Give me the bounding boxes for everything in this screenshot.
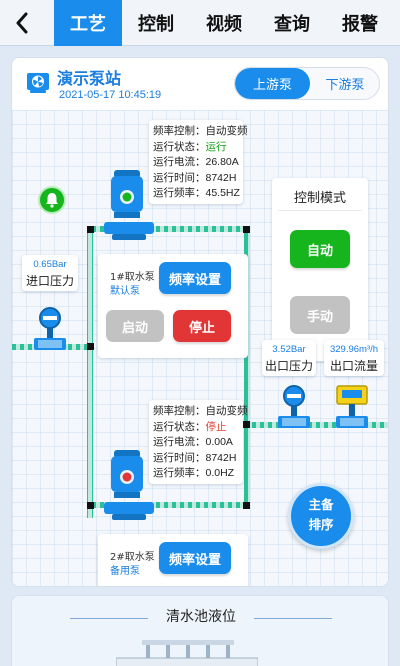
pump-2-stat-row: 运行电流：0.00A	[153, 435, 243, 451]
priority-sort-label-line1: 主备	[308, 497, 334, 512]
pump-1-stat-row: 运行电流：26.80A	[153, 155, 243, 171]
stat-label: 运行电流：	[153, 436, 206, 448]
pump-2-name: 2#取水泵	[110, 552, 155, 563]
pump-1-name: 1#取水泵	[110, 272, 155, 283]
outlet-pressure-label: 出口压力	[264, 359, 313, 373]
back-button[interactable]	[0, 0, 44, 46]
pump-1-control-card: 1#取水泵 默认泵 频率设置 启动 停止	[98, 254, 248, 358]
stat-label: 运行状态：	[153, 420, 206, 433]
stat-label: 运行频率：	[153, 187, 206, 199]
outlet-pressure-gauge-icon	[278, 385, 310, 428]
tab-video[interactable]: 视频	[206, 14, 242, 35]
pump-2-stat-row: 频率控制：自动变频	[153, 404, 248, 420]
divider	[70, 618, 148, 619]
stat-label: 运行频率：	[153, 467, 206, 479]
divider	[254, 618, 332, 619]
pump-1-status-card: 频率控制：自动变频 运行状态：运行 运行电流：26.80A 运行时间：8742H…	[149, 120, 248, 204]
station-header: 演示泵站 2021-05-17 10:45:19 上游泵 下游泵	[12, 58, 388, 110]
bell-icon	[46, 193, 58, 208]
inlet-pressure-card: 0.65Bar 进口压力	[22, 255, 78, 291]
stat-label: 运行状态：	[153, 140, 206, 153]
station-fan-icon	[27, 73, 49, 93]
tab-alarm[interactable]: 报警	[342, 14, 378, 35]
control-mode-card: 控制模式 自动 手动	[272, 178, 368, 361]
stat-value: 自动变频	[205, 125, 248, 137]
divider	[278, 210, 362, 211]
station-datetime: 2021-05-17 10:45:19	[59, 89, 162, 101]
top-nav: 工艺 控制 视频 查询 报警	[0, 0, 400, 46]
pump-1-stat-row: 运行频率：45.5HZ	[153, 186, 243, 202]
station-name: 演示泵站	[57, 69, 122, 88]
outlet-flow-value: 329.96m³/h	[329, 344, 379, 355]
pump-1-frequency-button[interactable]: 频率设置	[159, 262, 231, 294]
downstream-pump-tab[interactable]: 下游泵	[325, 78, 365, 93]
stat-value: 26.80A	[205, 156, 239, 168]
stat-value: 自动变频	[205, 405, 248, 417]
outlet-pressure-card: 3.52Bar 出口压力	[262, 340, 316, 376]
pump-1-stop-button[interactable]: 停止	[173, 310, 231, 342]
pump-1-stat-row: 运行时间：8742H	[153, 171, 243, 187]
pump-2-stat-row: 运行状态：停止	[153, 420, 243, 436]
pump-2-icon	[104, 450, 154, 520]
pump-1-stat-row: 运行状态：运行	[153, 140, 243, 156]
stat-label: 频率控制：	[153, 125, 206, 137]
inlet-pressure-gauge-icon	[34, 307, 66, 350]
pump-1-start-button[interactable]: 启动	[106, 310, 164, 342]
stat-label: 频率控制：	[153, 405, 206, 417]
stat-label: 运行时间：	[153, 171, 206, 184]
pump-1-icon	[104, 170, 154, 240]
outlet-pressure-value: 3.52Bar	[272, 344, 306, 355]
pump-2-role: 备用泵	[110, 566, 140, 577]
tab-query[interactable]: 查询	[274, 14, 310, 35]
chevron-left-icon	[16, 12, 28, 34]
pump-1-role: 默认泵	[110, 286, 140, 297]
tab-control[interactable]: 控制	[138, 14, 174, 35]
pump-2-status-card: 频率控制：自动变频 运行状态：停止 运行电流：0.00A 运行时间：8742H …	[149, 400, 248, 484]
stat-value: 8742H	[205, 171, 237, 184]
pump-2-frequency-button[interactable]: 频率设置	[159, 542, 231, 574]
stat-value: 0.00A	[205, 436, 233, 448]
pump-2-stat-row: 运行时间：8742H	[153, 451, 243, 467]
pump-2-control-card: 2#取水泵 备用泵 频率设置 启动 停止	[98, 534, 248, 586]
manual-mode-button[interactable]: 手动	[290, 296, 350, 334]
flow-meter-icon	[336, 385, 368, 428]
upstream-pump-tab[interactable]: 上游泵	[235, 68, 310, 99]
pump-2-stat-row: 运行频率：0.0HZ	[153, 466, 243, 482]
priority-sort-label-line2: 排序	[308, 517, 334, 532]
outlet-flow-label: 出口流量	[329, 359, 378, 373]
process-diagram: 频率控制：自动变频 运行状态：运行 运行电流：26.80A 运行时间：8742H…	[12, 110, 388, 586]
control-mode-title: 控制模式	[293, 191, 346, 206]
process-panel: 演示泵站 2021-05-17 10:45:19 上游泵 下游泵	[11, 57, 389, 587]
tab-process[interactable]: 工艺	[54, 0, 122, 46]
pump-group-toggle: 上游泵 下游泵	[234, 67, 380, 100]
water-tank-icon	[116, 640, 258, 666]
pump-1-stat-row: 频率控制：自动变频	[153, 124, 248, 140]
stat-value: 8742H	[205, 451, 237, 464]
stat-value: 停止	[205, 420, 227, 433]
priority-sort-button[interactable]: 主备 排序	[288, 483, 354, 549]
stat-value: 运行	[205, 140, 227, 153]
tank-level-title: 清水池液位	[166, 609, 236, 625]
inlet-pressure-label: 进口压力	[25, 274, 74, 288]
inlet-pressure-value: 0.65Bar	[33, 259, 67, 270]
alarm-bell-button[interactable]	[38, 186, 66, 214]
stat-value: 45.5HZ	[205, 187, 240, 199]
tank-level-panel: 清水池液位	[11, 595, 389, 666]
stat-label: 运行电流：	[153, 156, 206, 168]
stat-value: 0.0HZ	[205, 467, 235, 479]
outlet-flow-card: 329.96m³/h 出口流量	[324, 340, 384, 376]
stat-label: 运行时间：	[153, 451, 206, 464]
auto-mode-button[interactable]: 自动	[290, 230, 350, 268]
tank-level-header: 清水池液位	[12, 606, 388, 630]
